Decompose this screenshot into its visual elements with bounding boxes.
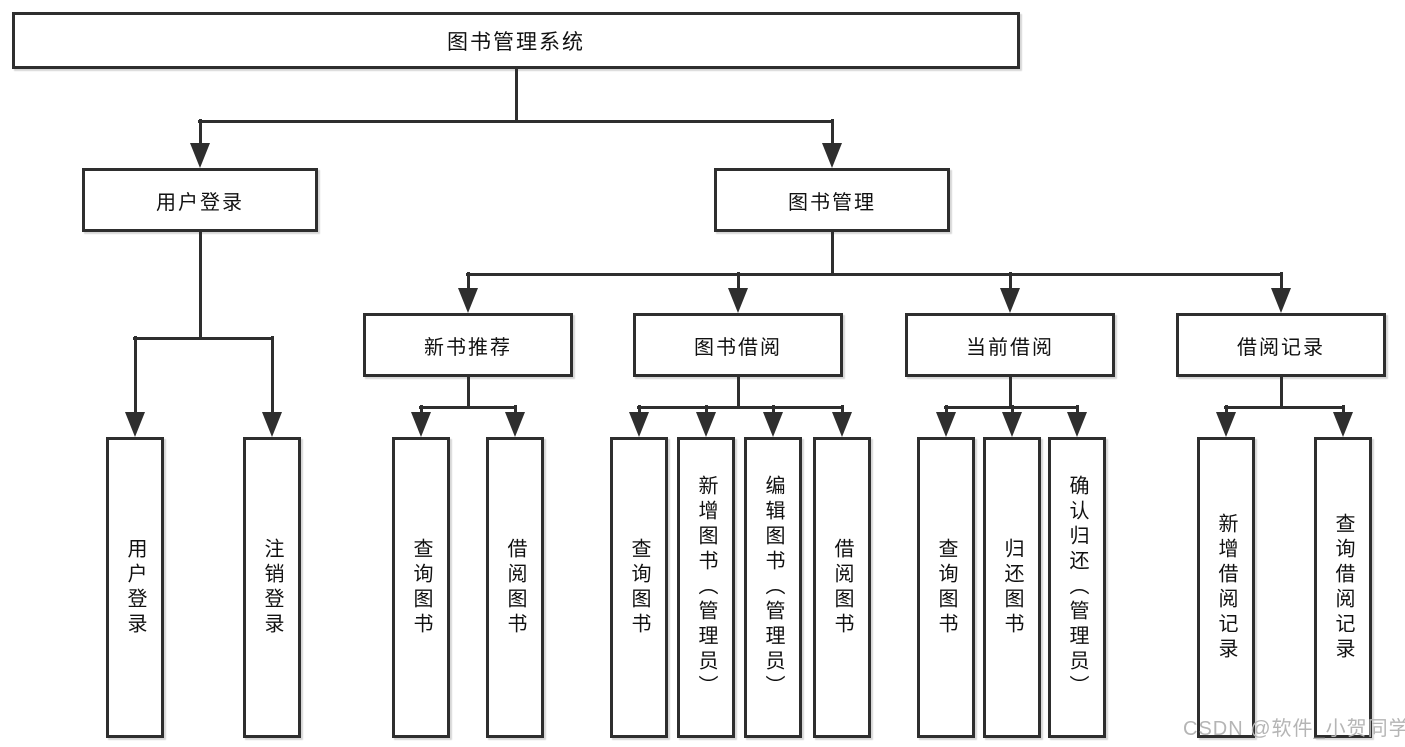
arrow-down-icon bbox=[505, 412, 525, 437]
arrow-down-icon bbox=[262, 412, 282, 437]
node-label: 确认归还（管理员） bbox=[1066, 475, 1088, 700]
node-label: 编辑图书（管理员） bbox=[762, 475, 784, 700]
connector-line bbox=[198, 119, 834, 123]
connector-line bbox=[830, 232, 834, 274]
connector-line bbox=[466, 272, 1283, 276]
connector-line bbox=[198, 232, 202, 338]
node-label: 借阅图书 bbox=[831, 537, 853, 638]
node-label: 新增借阅记录 bbox=[1215, 512, 1237, 663]
node-label: 归还图书 bbox=[1001, 537, 1023, 638]
connector-line bbox=[270, 336, 274, 416]
leaf-logout: 注销登录 bbox=[243, 437, 301, 738]
node-label: 当前借阅 bbox=[966, 336, 1054, 359]
leaf-add-book-admin: 新增图书（管理员） bbox=[677, 437, 735, 738]
arrow-down-icon bbox=[936, 412, 956, 437]
leaf-query-books-recommend: 查询图书 bbox=[392, 437, 450, 738]
arrow-down-icon bbox=[1216, 412, 1236, 437]
node-label: 查询借阅记录 bbox=[1332, 512, 1354, 663]
node-label: 借阅图书 bbox=[504, 537, 526, 638]
connector-line bbox=[736, 272, 740, 292]
connector-line bbox=[1008, 272, 1012, 292]
connector-line bbox=[944, 405, 1079, 409]
node-book-borrow: 图书借阅 bbox=[633, 313, 843, 377]
connector-line bbox=[1279, 377, 1283, 407]
leaf-user-login: 用户登录 bbox=[106, 437, 164, 738]
node-label: 查询图书 bbox=[935, 537, 957, 638]
watermark: CSDN @软件_小贺同学 bbox=[1183, 718, 1405, 740]
connector-line bbox=[736, 377, 740, 407]
connector-line bbox=[771, 405, 775, 416]
connector-line bbox=[514, 68, 518, 121]
connector-line bbox=[1224, 405, 1228, 416]
leaf-confirm-return-admin: 确认归还（管理员） bbox=[1048, 437, 1106, 738]
node-label: 图书管理系统 bbox=[447, 30, 585, 54]
node-label: 新增图书（管理员） bbox=[695, 475, 717, 700]
connector-line bbox=[830, 119, 834, 146]
arrow-down-icon bbox=[1000, 288, 1020, 313]
connector-line bbox=[1224, 405, 1345, 409]
arrow-down-icon bbox=[822, 143, 842, 168]
node-book-management: 图书管理 bbox=[714, 168, 950, 232]
node-label: 图书借阅 bbox=[694, 336, 782, 359]
arrow-down-icon bbox=[696, 412, 716, 437]
connector-line bbox=[419, 405, 423, 416]
connector-line bbox=[704, 405, 708, 416]
connector-line bbox=[466, 377, 470, 407]
arrow-down-icon bbox=[629, 412, 649, 437]
arrow-down-icon bbox=[125, 412, 145, 437]
connector-line bbox=[1279, 272, 1283, 292]
node-label: 图书管理 bbox=[788, 191, 876, 214]
arrow-down-icon bbox=[1002, 412, 1022, 437]
arrow-down-icon bbox=[728, 288, 748, 313]
node-current-borrow: 当前借阅 bbox=[905, 313, 1115, 377]
connector-line bbox=[133, 336, 274, 340]
leaf-query-books-borrow: 查询图书 bbox=[610, 437, 668, 738]
leaf-return-book: 归还图书 bbox=[983, 437, 1041, 738]
arrow-down-icon bbox=[832, 412, 852, 437]
connector-line bbox=[944, 405, 948, 416]
connector-line bbox=[1341, 405, 1345, 416]
connector-line bbox=[1008, 377, 1012, 407]
connector-line bbox=[1075, 405, 1079, 416]
leaf-edit-book-admin: 编辑图书（管理员） bbox=[744, 437, 802, 738]
connector-line bbox=[133, 336, 137, 416]
arrow-down-icon bbox=[458, 288, 478, 313]
connector-line bbox=[466, 272, 470, 292]
connector-line bbox=[419, 405, 517, 409]
connector-line bbox=[840, 405, 844, 416]
arrow-down-icon bbox=[763, 412, 783, 437]
node-new-book-recommend: 新书推荐 bbox=[363, 313, 573, 377]
node-label: 查询图书 bbox=[410, 537, 432, 638]
connector-line bbox=[198, 119, 202, 146]
leaf-borrow-books-recommend: 借阅图书 bbox=[486, 437, 544, 738]
node-label: 新书推荐 bbox=[424, 336, 512, 359]
arrow-down-icon bbox=[1271, 288, 1291, 313]
arrow-down-icon bbox=[1333, 412, 1353, 437]
connector-line bbox=[513, 405, 517, 416]
leaf-add-borrow-record: 新增借阅记录 bbox=[1197, 437, 1255, 738]
node-user-login-branch: 用户登录 bbox=[82, 168, 318, 232]
arrow-down-icon bbox=[411, 412, 431, 437]
leaf-query-books-current: 查询图书 bbox=[917, 437, 975, 738]
node-label: 用户登录 bbox=[156, 191, 244, 214]
node-borrow-records: 借阅记录 bbox=[1176, 313, 1386, 377]
node-library-system: 图书管理系统 bbox=[12, 12, 1020, 69]
connector-line bbox=[637, 405, 844, 409]
node-label: 查询图书 bbox=[628, 537, 650, 638]
leaf-borrow-books: 借阅图书 bbox=[813, 437, 871, 738]
arrow-down-icon bbox=[190, 143, 210, 168]
connector-line bbox=[637, 405, 641, 416]
node-label: 用户登录 bbox=[124, 537, 146, 638]
node-label: 注销登录 bbox=[261, 537, 283, 638]
connector-line bbox=[1010, 405, 1014, 416]
arrow-down-icon bbox=[1067, 412, 1087, 437]
leaf-query-borrow-record: 查询借阅记录 bbox=[1314, 437, 1372, 738]
node-label: 借阅记录 bbox=[1237, 336, 1325, 359]
